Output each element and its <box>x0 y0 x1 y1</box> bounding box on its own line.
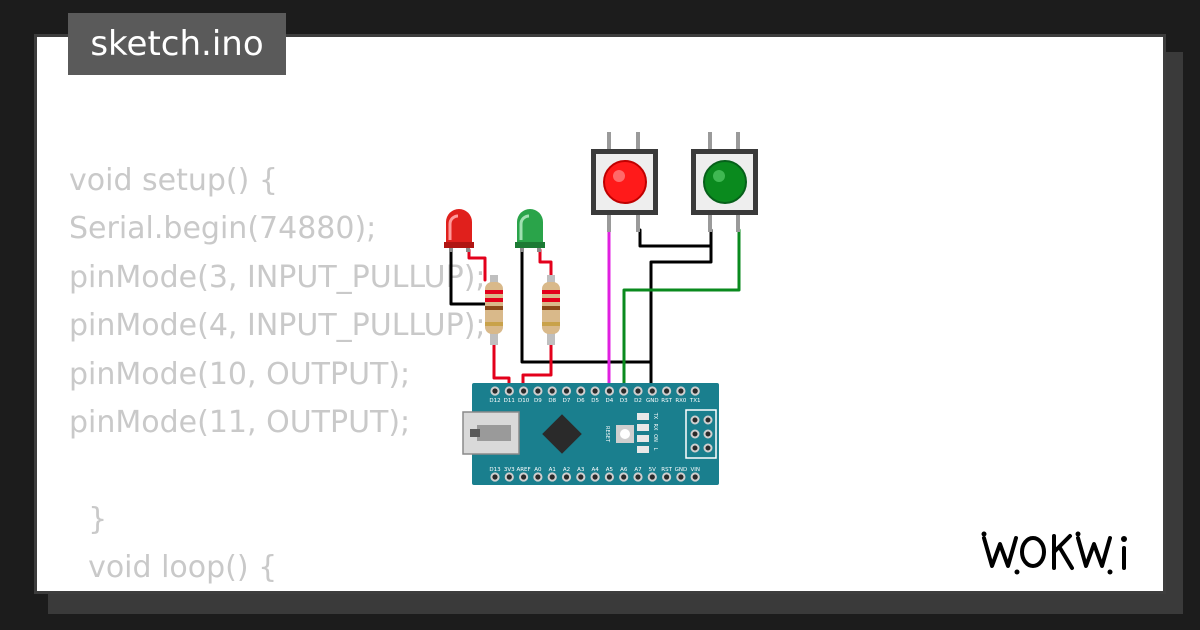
top-pin-label: RST <box>661 398 672 404</box>
top-pin-label: RX0 <box>675 398 687 404</box>
status-led-label: TX <box>652 412 658 420</box>
bottom-pin-label: A3 <box>577 467 585 473</box>
top-pin-label: D12 <box>489 398 500 404</box>
top-pin <box>590 386 600 396</box>
top-pin <box>561 386 572 396</box>
wire-red-led-anode <box>467 248 487 282</box>
top-pin-label: D8 <box>548 398 556 404</box>
code-preview: void setup() { Serial.begin(74880); pinMod… <box>69 157 486 591</box>
bottom-pin-label: A7 <box>634 467 642 473</box>
bottom-pin <box>576 472 586 482</box>
bottom-pin <box>604 472 615 482</box>
bottom-pin-label: GND <box>675 467 688 473</box>
top-pin-label: D3 <box>620 398 628 404</box>
bottom-pin-label: 3V3 <box>504 467 515 473</box>
wire-black-red-led <box>449 248 496 306</box>
top-pin <box>633 386 643 396</box>
bottom-pin <box>590 472 600 482</box>
code-line: void loop() { <box>69 550 278 586</box>
wire-green-led-anode <box>538 248 553 282</box>
top-pin <box>490 386 500 396</box>
bottom-pin <box>519 472 529 482</box>
bottom-pin <box>647 472 657 482</box>
top-pin <box>647 386 657 396</box>
reset-label: RESET <box>604 426 610 443</box>
bottom-pin-label: A0 <box>534 467 542 473</box>
led-red <box>444 209 474 252</box>
bottom-pin-label: A4 <box>591 467 599 473</box>
code-line: Serial.begin(74880); <box>69 211 377 247</box>
top-pin <box>662 386 672 396</box>
bottom-pin-label: D13 <box>489 467 501 473</box>
top-pin-label: D2 <box>634 398 642 404</box>
top-pin <box>547 386 557 396</box>
top-pin-label: D10 <box>518 398 530 404</box>
code-line: pinMode(10, OUTPUT); <box>69 356 411 392</box>
wire-black-gnd <box>649 244 713 393</box>
resistor-2 <box>542 275 560 345</box>
code-line: pinMode(3, INPUT_PULLUP); <box>69 259 486 295</box>
code-line: } <box>69 501 108 537</box>
bottom-pin <box>690 472 700 482</box>
status-led-label: ON <box>652 434 658 442</box>
top-pin <box>519 386 529 396</box>
bottom-pin <box>561 472 572 482</box>
top-pin <box>533 386 543 396</box>
bottom-pin <box>533 472 543 482</box>
bottom-pin <box>633 472 643 482</box>
top-pin-label: D11 <box>504 398 515 404</box>
led-green <box>515 209 545 252</box>
code-line: pinMode(11, OUTPUT); <box>69 404 411 440</box>
top-pin-label: D4 <box>606 398 614 404</box>
bottom-pin <box>662 472 672 482</box>
top-pin <box>690 386 700 396</box>
bottom-pin-label: A1 <box>549 467 556 473</box>
top-pin <box>576 386 586 396</box>
wokwi-logo <box>981 531 1127 575</box>
top-pin-label: TX1 <box>689 398 701 404</box>
code-line: void setup() { <box>69 163 278 198</box>
preview-card: void setup() { Serial.begin(74880); pinMod… <box>34 34 1166 594</box>
bottom-pin <box>619 472 629 482</box>
top-pin-label: D6 <box>577 398 585 404</box>
wire-black-buttons <box>638 228 713 248</box>
code-line: pinMode(4, INPUT_PULLUP); <box>69 308 486 344</box>
bottom-pin-label: AREF <box>516 467 530 473</box>
bottom-pin <box>676 472 686 482</box>
status-led-label: L <box>652 448 658 451</box>
top-pin-label: D9 <box>534 398 542 404</box>
top-pin-label: D7 <box>563 398 571 404</box>
bottom-pin-label: A2 <box>563 467 570 473</box>
top-pin-label: D5 <box>591 398 599 404</box>
bottom-pin-label: RST <box>661 467 672 473</box>
bottom-pin <box>490 472 500 482</box>
bottom-pin <box>547 472 557 482</box>
top-pin <box>676 386 686 396</box>
wire-green-d3 <box>622 228 741 393</box>
top-pin <box>604 386 615 396</box>
pushbutton-red <box>591 132 658 232</box>
resistor-1 <box>485 275 503 345</box>
top-pin <box>619 386 629 396</box>
wire-black-green-led <box>520 248 653 393</box>
pushbutton-green <box>691 132 758 232</box>
status-led-label: RX <box>652 424 658 431</box>
file-title-tab: sketch.ino <box>68 13 286 75</box>
bottom-pin-label: 5V <box>649 467 656 473</box>
top-pin <box>504 386 514 396</box>
bottom-pin <box>504 472 514 482</box>
bottom-pin-label: A5 <box>606 467 614 473</box>
bottom-pin-label: VIN <box>690 467 700 473</box>
bottom-pin-label: A6 <box>620 467 628 473</box>
top-pin-label: GND <box>646 398 659 404</box>
